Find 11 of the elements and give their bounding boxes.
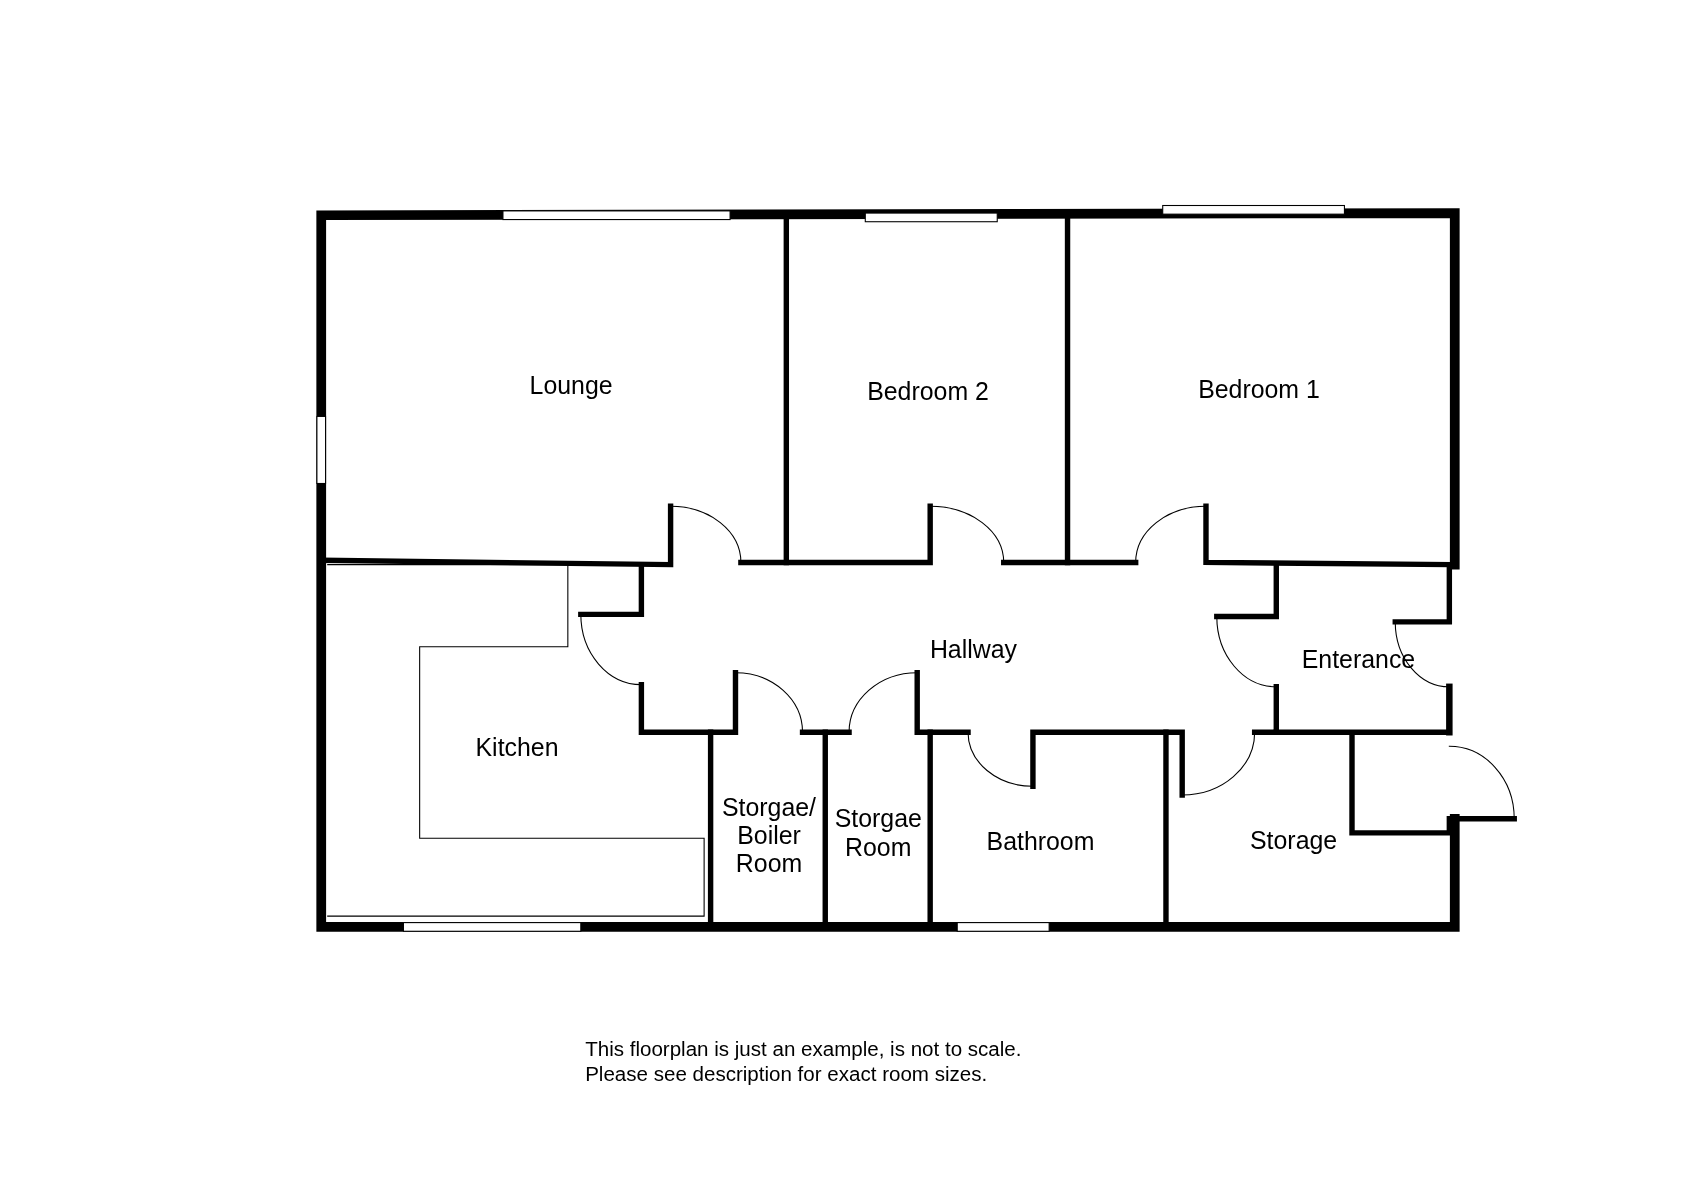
room-label: Bedroom 1 [1198, 375, 1320, 404]
disclaimer-note: This floorplan is just an example, is not to scale. [585, 1036, 1022, 1062]
room-label: Storgae Room [826, 804, 930, 861]
room-label: Hallway [929, 634, 1017, 663]
room-label: Lounge [529, 371, 613, 400]
room-label: Bedroom 2 [867, 377, 989, 406]
disclaimer-note: Please see description for exact room sizes. [585, 1061, 988, 1086]
room-label: Storage [1250, 826, 1338, 855]
room-label: Storgae/ Boiler Room [714, 792, 824, 878]
room-label: Kitchen [475, 733, 559, 762]
room-label: Bathroom [986, 827, 1095, 856]
